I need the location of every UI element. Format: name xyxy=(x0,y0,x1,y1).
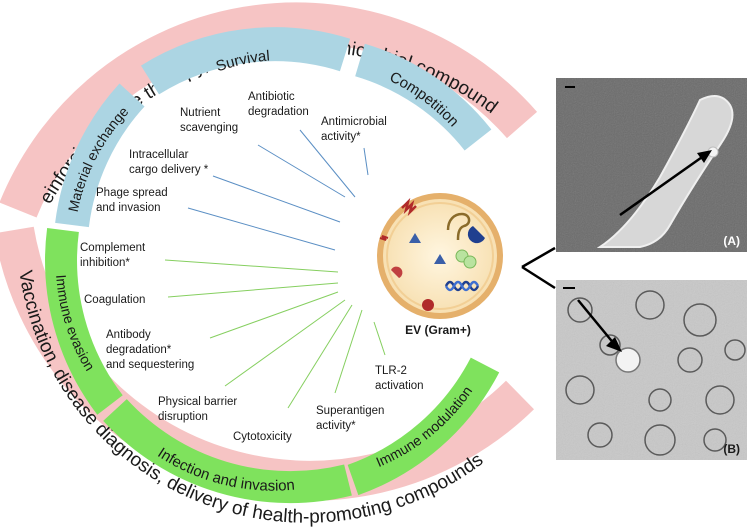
toxin-icon-2 xyxy=(434,254,446,264)
function-coagulation: Coagulation xyxy=(84,294,146,306)
receptor-icon xyxy=(391,266,403,278)
enzyme-icon xyxy=(467,226,485,244)
connector-coagulation xyxy=(167,282,339,298)
connector-intracellular xyxy=(212,175,341,223)
connector-tlr2 xyxy=(373,321,386,356)
connector-antibiotic xyxy=(299,129,356,198)
function-complement-inhibition: Complement inhibition* xyxy=(80,242,146,269)
connector-phage xyxy=(187,207,336,251)
connector-antibody xyxy=(209,291,339,339)
connector-antimicrobial xyxy=(363,147,369,176)
function-physical-barrier-disruption: Physical barrier disruption xyxy=(158,396,238,423)
connector-cytotoxicity xyxy=(287,304,353,409)
function-antimicrobial-activity: Antimicrobial activity* xyxy=(321,116,387,143)
ev-gram-positive-vesicle xyxy=(377,193,503,319)
panel-b-label: (B) xyxy=(723,442,740,456)
connector-to-panel-b xyxy=(521,265,556,290)
function-intracellular-cargo-delivery: Intracellular cargo delivery * xyxy=(129,149,209,176)
membrane-protein-icon xyxy=(422,299,434,311)
function-phage-spread: Phage spread and invasion xyxy=(96,187,168,214)
protein-icon xyxy=(401,197,417,217)
function-nutrient-scavenging: Nutrient scavenging xyxy=(180,107,239,134)
rna-icon xyxy=(446,212,471,241)
connector-complement xyxy=(164,259,339,273)
band-immune-evasion xyxy=(45,227,123,415)
ev-label: EV (Gram+) xyxy=(405,323,471,337)
micrograph-panel-a xyxy=(556,78,747,252)
function-antibody-degradation: Antibody degradation* and sequestering xyxy=(106,329,195,371)
outer-arc-top xyxy=(0,2,538,218)
band-competition xyxy=(354,43,492,151)
panel-a-label: (A) xyxy=(723,234,740,248)
toxin-icon xyxy=(409,233,421,243)
function-tlr2-activation: TLR-2 activation xyxy=(375,365,424,392)
band-survival xyxy=(140,27,351,95)
band-material-exchange xyxy=(55,83,145,228)
connector-to-panel-a xyxy=(521,246,556,269)
micrograph-panel-b xyxy=(556,280,747,460)
connector-superantigen xyxy=(334,309,363,394)
band-infection-invasion xyxy=(103,399,352,504)
function-cytotoxicity: Cytotoxicity xyxy=(233,431,292,443)
band-immune-modulation xyxy=(347,357,500,496)
connector-barrier xyxy=(224,299,346,387)
function-antibiotic-degradation: Antibiotic degradation xyxy=(248,91,309,118)
function-superantigen-activity: Superantigen activity* xyxy=(316,405,385,432)
connector-nutrient xyxy=(257,144,346,198)
